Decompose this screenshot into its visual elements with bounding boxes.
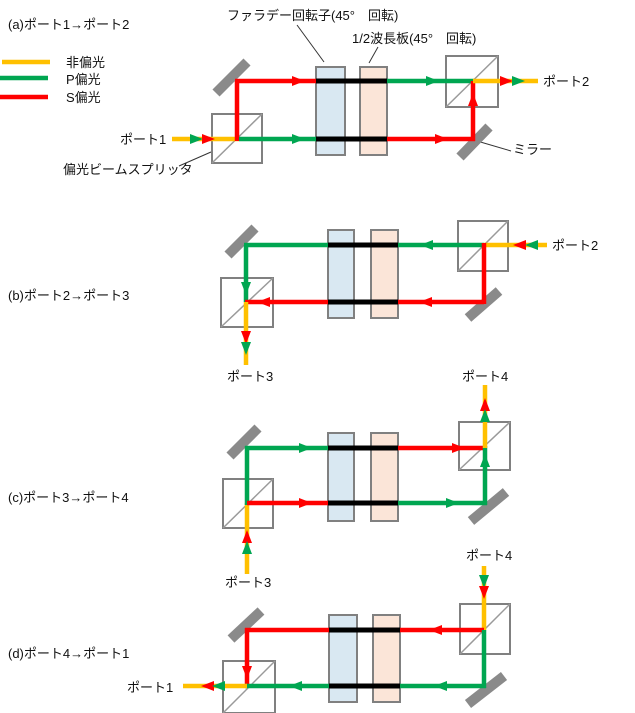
pbs-pointer-line [178,151,212,167]
legend-s-label: S偏光 [66,90,101,105]
arrow-p-right [446,498,459,508]
diagram-b: (b)ポート2→ポート3 ポート2 ポート3 [8,220,598,384]
arrow-s-left [513,240,526,250]
mirror-bottom-right [464,287,503,322]
legend-unpolarized-label: 非偏光 [66,55,105,70]
diagram-d: (d)ポート4→ポート1 ポート4 ポート1 [8,548,512,713]
mirror-bottom-right [464,672,508,708]
pbs-label: 偏光ビームスプリッタ [63,162,193,177]
waveplate-pointer-line [368,46,379,64]
port4-label: ポート4 [462,369,508,384]
arrow-s-left [419,297,432,307]
arrow-s-down [479,586,489,599]
faraday-pointer-line [296,24,325,63]
port3-label: ポート3 [227,369,273,384]
diagram-d-title: (d)ポート4→ポート1 [8,646,129,661]
mirror-pointer-line [476,140,512,152]
diagram-c-title: (c)ポート3→ポート4 [8,490,129,505]
port1-label: ポート1 [120,132,166,147]
arrow-s-left [429,625,442,635]
mirror-top-left [227,607,265,643]
faraday-rotator-label: ファラデー回転子(45° 回転) [227,8,398,23]
mirror-top-left [224,224,259,259]
arrow-p-right [292,134,305,144]
port3-label: ポート3 [225,575,271,590]
arrow-s-right [299,498,312,508]
arrow-p-left [289,681,302,691]
arrow-p-right [426,76,439,86]
mirror-label: ミラー [513,142,552,157]
arrow-s-right [435,134,448,144]
diagram-c: (c)ポート3→ポート4 ポート3 ポート4 [8,369,511,590]
diagram-a: (a)ポート1→ポート2 非偏光 P偏光 S偏光 ファラデー回転子(45° 回転… [0,8,589,177]
arrow-s-right [292,76,305,86]
arrow-s-right [500,76,513,86]
arrow-p-right [512,76,525,86]
mirror-top-left [226,424,262,460]
legend-p-label: P偏光 [66,72,101,87]
arrow-p-right [299,443,312,453]
arrow-p-down [241,342,251,355]
arrow-p-left [434,681,447,691]
arrow-p-left [420,240,433,250]
arrow-p-right [190,134,203,144]
port1-label: ポート1 [127,680,173,695]
diagram-a-title: (a)ポート1→ポート2 [8,17,129,32]
port4-label: ポート4 [466,548,512,563]
mirror-bottom-right [456,123,493,161]
diagram-b-title: (b)ポート2→ポート3 [8,288,129,303]
port2-label: ポート2 [543,74,589,89]
legend: 非偏光 P偏光 S偏光 [0,55,105,105]
mirror-top-left [212,58,251,97]
half-wave-plate-label: 1/2波長板(45° 回転) [352,31,476,46]
mirror-bottom-right [467,488,510,525]
arrow-p-left [525,240,538,250]
port2-label: ポート2 [552,238,598,253]
